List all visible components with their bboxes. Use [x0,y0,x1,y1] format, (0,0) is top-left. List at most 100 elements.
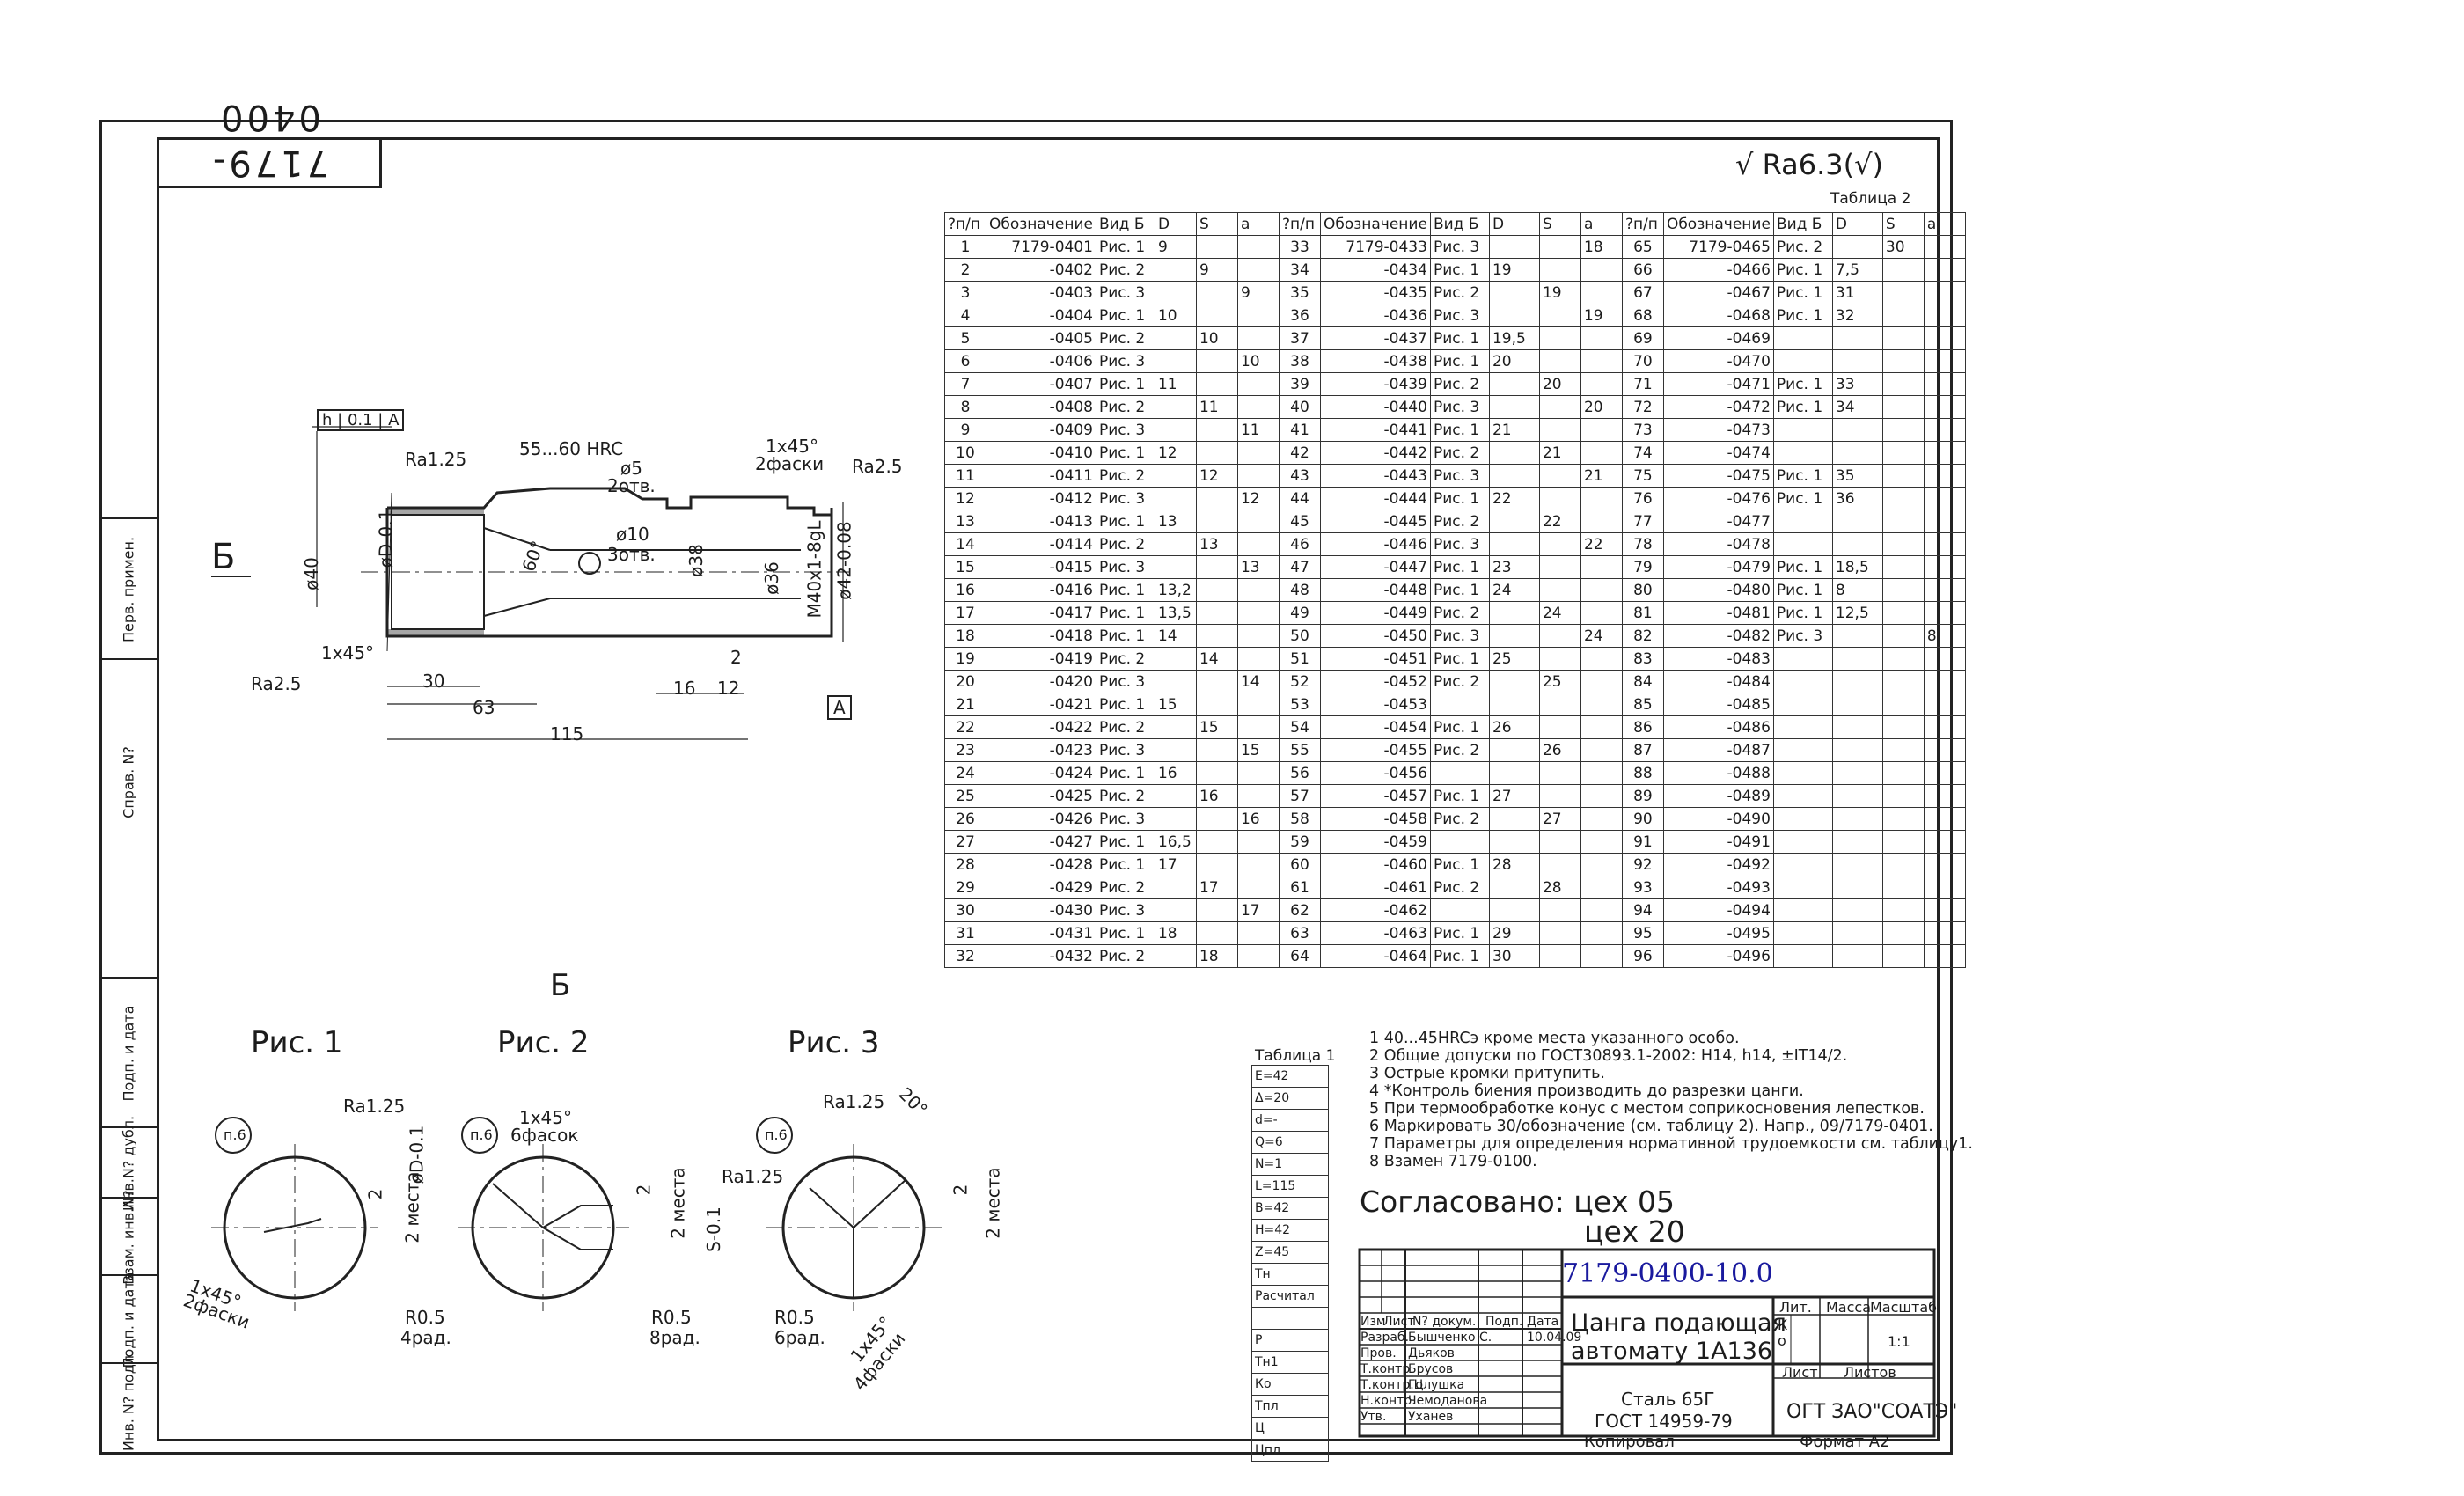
table-cell [1538,464,1581,488]
table-cell: 73 [1621,418,1664,442]
table-cell: -0404 [986,304,1096,327]
table-cell: 18,5 [1831,555,1883,579]
fig1-places: 2 места [401,1171,423,1243]
table-cell: 47 [1278,555,1321,579]
tolerance-datum: A [388,411,400,429]
table-cell: 87 [1621,738,1664,762]
table-cell [1923,510,1966,533]
table-cell: 81 [1621,601,1664,625]
table-cell: Рис. 2 [1429,372,1490,396]
fig3-two: 2 [950,1184,972,1196]
table-cell: Рис. 1 [1429,326,1490,350]
table-cell [1580,487,1623,510]
table-cell [1538,235,1581,259]
note-line: 1 40...45HRCэ кроме места указанного осо… [1369,1030,1740,1047]
table-cell: 65 [1621,235,1664,259]
table-cell [1923,715,1966,739]
table-cell: -0416 [986,578,1096,602]
table-cell [1831,921,1883,945]
table-cell [1772,532,1833,556]
table-cell [1923,235,1966,259]
parameter-row: Цпл [1251,1439,1329,1462]
table-cell [1538,349,1581,373]
table-cell: 24 [1488,578,1540,602]
fig2-places: 2 места [667,1167,689,1239]
ra-125-label: Ra1.25 [405,449,467,470]
table-cell: Рис. 2 [1429,441,1490,465]
table-cell: 67 [1621,281,1664,304]
parameter-row: Z=45 [1251,1241,1329,1264]
side-cell: Перв. примен. [99,517,157,660]
parameter-cell: P [1251,1329,1329,1352]
table-cell: Рис. 3 [1095,670,1155,693]
table-cell: 21 [944,693,986,716]
dim-2: 2 [730,647,742,668]
table-cell: -0435 [1319,281,1431,304]
table-cell [1881,464,1925,488]
table-cell: Рис. 1 [1095,578,1155,602]
table-cell [1831,830,1883,854]
table-cell [1923,418,1966,442]
table-cell [1923,532,1966,556]
table-cell: 2 [944,258,986,282]
table-cell [1881,372,1925,396]
table-cell: 96 [1621,944,1664,968]
table-cell: -0406 [986,349,1096,373]
table-cell: 90 [1621,807,1664,831]
table-cell: -0423 [986,738,1096,762]
table-cell: 14 [1236,670,1280,693]
table-cell: -0467 [1662,281,1774,304]
hardness-label: 55...60 HRC [519,438,624,459]
table-cell: 19 [1488,258,1540,282]
table-cell [1831,349,1883,373]
view-label: Б [211,537,236,577]
table-cell: 23 [1488,555,1540,579]
table-cell: -0432 [986,944,1096,968]
note-line: 2 Общие допуски по ГОСТ30893.1-2002: H14… [1369,1047,1848,1065]
table-cell: -0425 [986,784,1096,808]
fig2-S: S-0.1 [702,1206,724,1252]
format-label: Формат А2 [1800,1433,1890,1451]
side-cell: Инв. N? подл. [99,1351,157,1451]
parameter-cell: Q=6 [1251,1131,1329,1154]
table-cell: 15 [1236,738,1280,762]
table-cell: 33 [1278,235,1321,259]
titleblock-role: Т.контр.Ц [1360,1378,1424,1392]
parameter-row: N=1 [1251,1153,1329,1176]
table-cell [1580,761,1623,785]
parameter-row: B=42 [1251,1197,1329,1220]
table-cell: Рис. 2 [1429,670,1490,693]
table-cell: 64 [1278,944,1321,968]
table-cell: Рис. 3 [1095,281,1155,304]
table-cell [1236,258,1280,282]
parameter-cell: N=1 [1251,1153,1329,1176]
table-cell: 23 [944,738,986,762]
col-list: Лист [1383,1315,1415,1329]
table-cell: -0438 [1319,349,1431,373]
table-cell: 24 [1580,624,1623,648]
titleblock-role: Н.контр. [1360,1394,1416,1408]
table-cell: Рис. 2 [1095,395,1155,419]
table-cell: 63 [1278,921,1321,945]
table-cell: 22 [1580,532,1623,556]
table-cell: Рис. 1 [1429,349,1490,373]
hole-d10-count: 3отв. [607,544,656,565]
table-cell: Рис. 1 [1095,830,1155,854]
part-title-line1: Цанга подающая [1571,1309,1786,1337]
table-cell [1195,418,1238,442]
table-cell: 61 [1278,876,1321,899]
table-cell: 75 [1621,464,1664,488]
table-cell [1538,715,1581,739]
table-cell: Рис. 1 [1429,258,1490,282]
table-cell: -0466 [1662,258,1774,282]
table-cell: 20 [944,670,986,693]
table-cell: 31 [944,921,986,945]
table-cell: 9 [1154,235,1197,259]
dim-thread: M40x1-8gL [803,520,825,619]
table-cell: -0419 [986,647,1096,671]
